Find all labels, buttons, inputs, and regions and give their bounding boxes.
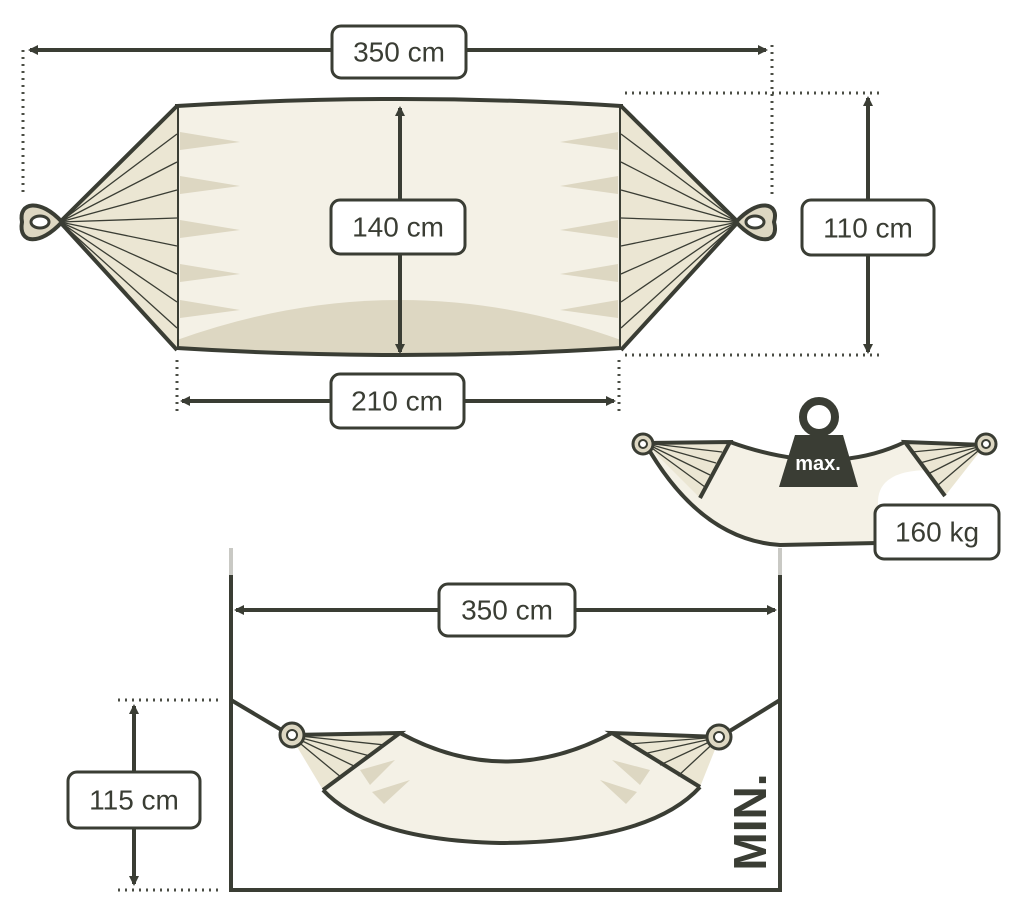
- mounting-distance-label: 350 cm: [461, 595, 553, 626]
- height-label: 110 cm: [823, 213, 913, 244]
- load-strings-right-outline: [900, 439, 986, 498]
- mounted-hammock-top: [399, 731, 613, 764]
- fabric-folds-left: [180, 132, 240, 318]
- mounted-strings-right-outline: [604, 730, 721, 789]
- mounted-fabric-folds: [360, 760, 650, 804]
- minimum-label: MIN.: [724, 773, 776, 870]
- weight-label: max.: [795, 453, 841, 475]
- fabric-edge-bottom: [176, 346, 622, 357]
- total-length-label: 350 cm: [353, 37, 445, 68]
- hammock-mounting-view: MIN. 350 cm 115 cm: [66, 548, 782, 892]
- max-load-label: 160 kg: [895, 517, 979, 548]
- hammock-load-view: max. 160 kg: [631, 397, 1001, 561]
- strings-right: [619, 104, 740, 352]
- fabric-folds-right: [560, 132, 618, 318]
- strings-left: [58, 104, 179, 352]
- fabric-length-label: 210 cm: [351, 386, 443, 417]
- mounted-hammock-fabric: [323, 733, 700, 843]
- weight-icon: max.: [779, 397, 858, 487]
- mounted-strings-left-outline: [289, 730, 407, 792]
- fabric-edge-top: [176, 97, 622, 108]
- height-label-box: [800, 198, 936, 257]
- mounting-distance-label-box: [437, 582, 577, 638]
- fabric-width-label: 140 cm: [352, 212, 444, 243]
- fabric-width-label-box: [329, 198, 467, 256]
- fabric-length-label-box: [329, 372, 466, 430]
- mounting-height-label-box: [66, 770, 202, 830]
- mounting-height-label: 115 cm: [89, 785, 179, 816]
- load-hammock-bottom: [643, 442, 879, 548]
- total-length-label-box: [330, 24, 468, 80]
- hammock-top-view: 350 cm 140 cm 110 cm 210 cm: [19, 24, 936, 430]
- load-strings-left-outline: [644, 439, 734, 499]
- max-load-label-box: [873, 503, 1001, 561]
- mounted-hammock-bottom: [321, 785, 702, 846]
